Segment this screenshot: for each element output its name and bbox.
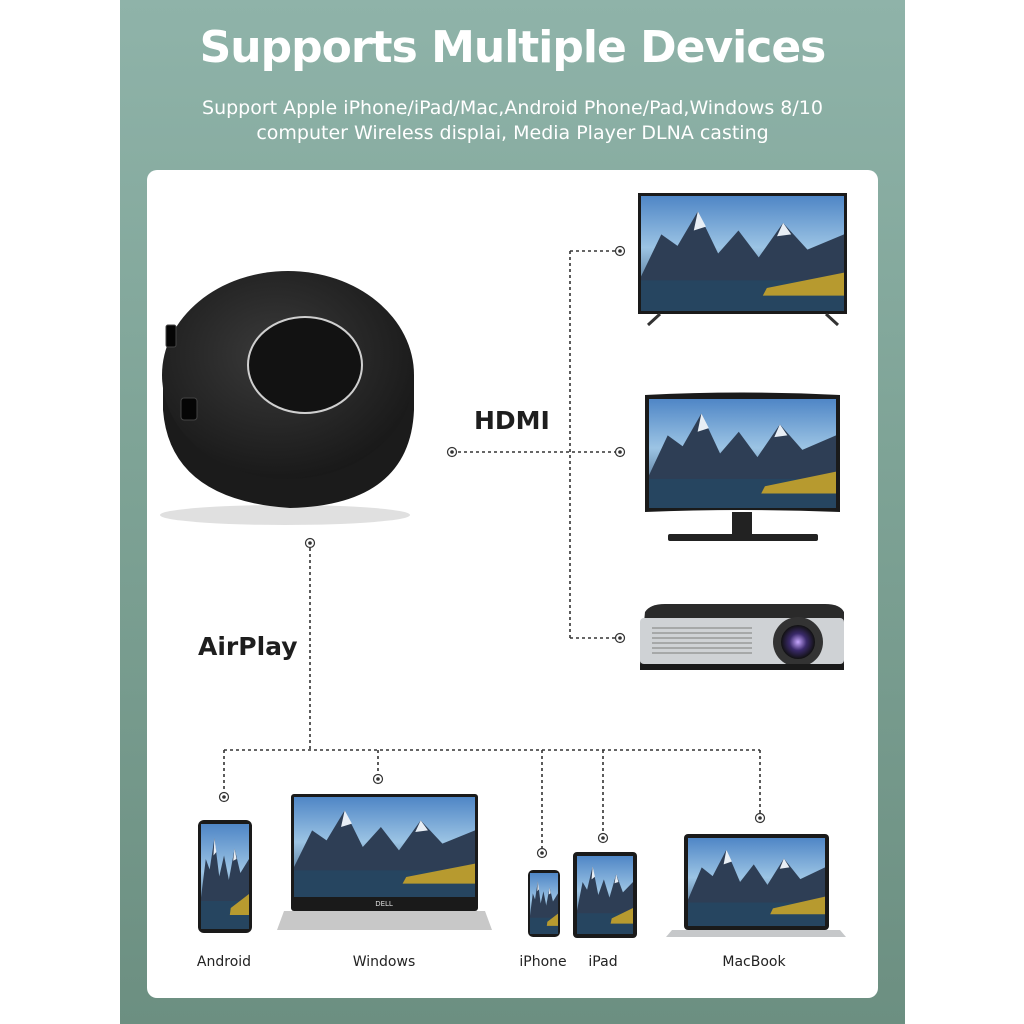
- connector-dot-icon: [304, 537, 316, 549]
- device-label-macbook: MacBook: [722, 954, 786, 970]
- macbook-image: [666, 834, 846, 937]
- iphone-image: [528, 870, 560, 937]
- dongle-image: [160, 271, 414, 525]
- connector-dot-icon: [597, 832, 609, 844]
- phone-image: [198, 820, 252, 933]
- subtitle-line-1: Support Apple iPhone/iPad/Mac,Android Ph…: [202, 97, 823, 119]
- laptop-image: DELL: [277, 794, 492, 930]
- connector-dot-icon: [372, 773, 384, 785]
- device-label-iphone: iPhone: [519, 954, 567, 970]
- page-subtitle: Support Apple iPhone/iPad/Mac,Android Ph…: [150, 96, 875, 146]
- device-label-windows: Windows: [352, 954, 416, 970]
- page-title: Supports Multiple Devices: [199, 22, 827, 73]
- tablet-image: [573, 852, 637, 938]
- hdmi-label: HDMI: [474, 406, 550, 435]
- connector-lines: [223, 250, 761, 853]
- device-label-ipad: iPad: [588, 954, 618, 970]
- monitor-image: [645, 392, 840, 541]
- airplay-label: AirPlay: [198, 632, 298, 661]
- tv-image: [638, 193, 847, 327]
- projector-image: [640, 604, 844, 670]
- connector-dot-icon: [536, 847, 548, 859]
- device-label-android: Android: [196, 954, 252, 970]
- connector-dot-icon: [614, 632, 626, 644]
- connector-dot-icon: [218, 791, 230, 803]
- connector-dot-icon: [446, 446, 458, 458]
- connector-dot-icon: [754, 812, 766, 824]
- connector-dot-icon: [614, 446, 626, 458]
- connector-dot-icon: [614, 245, 626, 257]
- laptop-brand-logo: DELL: [375, 900, 393, 908]
- subtitle-line-2: computer Wireless displai, Media Player …: [256, 122, 769, 144]
